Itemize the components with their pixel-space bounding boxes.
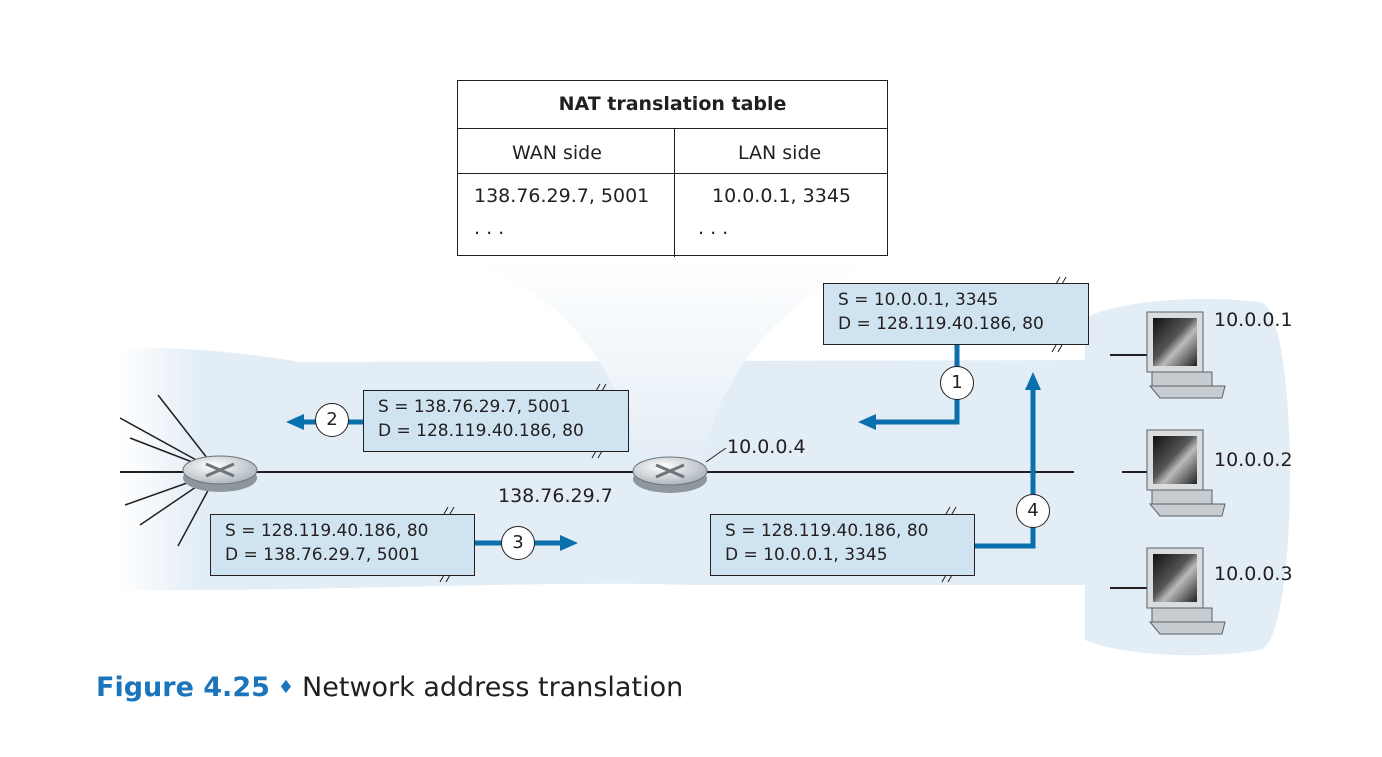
packet-1-source: S = 10.0.0.1, 3345 — [838, 290, 999, 310]
packet-3-source: S = 128.119.40.186, 80 — [225, 521, 429, 541]
packet-4-destination: D = 10.0.0.1, 3345 — [725, 545, 888, 565]
step4-arrow — [975, 372, 1041, 549]
host3-address: 10.0.0.3 — [1214, 563, 1293, 585]
nat-row-lan-ellipsis: . . . — [698, 217, 729, 239]
packet-4-source: S = 128.119.40.186, 80 — [725, 521, 929, 541]
packet-3-destination: D = 138.76.29.7, 5001 — [225, 545, 420, 565]
packet-2-destination: D = 128.119.40.186, 80 — [378, 421, 584, 441]
host1-computer-icon — [1146, 311, 1226, 399]
figure-caption: Figure 4.25 ♦ Network address translation — [96, 672, 683, 703]
figure-title: Network address translation — [302, 672, 684, 703]
figure-number: Figure 4.25 — [96, 672, 270, 703]
router-wan-address: 138.76.29.7 — [498, 485, 613, 507]
packet-2: S = 138.76.29.7, 5001 D = 128.119.40.186… — [363, 390, 629, 452]
diamond-separator-icon: ♦ — [277, 677, 295, 698]
host2-computer-icon — [1146, 429, 1226, 517]
step-2-marker: 2 — [315, 403, 349, 437]
nat-header-lan: LAN side — [738, 142, 822, 164]
nat-row-lan: 10.0.0.1, 3345 — [712, 185, 851, 207]
packet-1: S = 10.0.0.1, 3345 D = 128.119.40.186, 8… — [823, 283, 1089, 345]
router-lan-address: 10.0.0.4 — [727, 436, 806, 458]
lan-address-pointer — [705, 447, 727, 463]
packet-2-source: S = 138.76.29.7, 5001 — [378, 397, 571, 417]
nat-header-wan: WAN side — [512, 142, 602, 164]
step-4-marker: 4 — [1016, 494, 1050, 528]
nat-row-wan: 138.76.29.7, 5001 — [474, 185, 650, 207]
host-links — [1110, 354, 1148, 589]
packet-3: S = 128.119.40.186, 80 D = 138.76.29.7, … — [210, 514, 475, 576]
nat-router-icon — [632, 456, 708, 493]
external-router-icon — [182, 455, 258, 492]
network-cloud — [120, 256, 1290, 656]
nat-row-wan-ellipsis: . . . — [474, 217, 505, 239]
nat-table-column-divider — [674, 128, 675, 257]
step-1-marker: 1 — [940, 366, 974, 400]
nat-translation-table: NAT translation table WAN side LAN side … — [457, 80, 888, 257]
nat-table-title: NAT translation table — [458, 81, 887, 129]
step-3-marker: 3 — [501, 526, 535, 560]
host1-address: 10.0.0.1 — [1214, 309, 1293, 331]
host3-computer-icon — [1146, 547, 1226, 635]
host2-address: 10.0.0.2 — [1214, 449, 1293, 471]
packet-4: S = 128.119.40.186, 80 D = 10.0.0.1, 334… — [710, 514, 975, 576]
nat-table-header-line — [458, 173, 887, 174]
packet-1-destination: D = 128.119.40.186, 80 — [838, 314, 1044, 334]
